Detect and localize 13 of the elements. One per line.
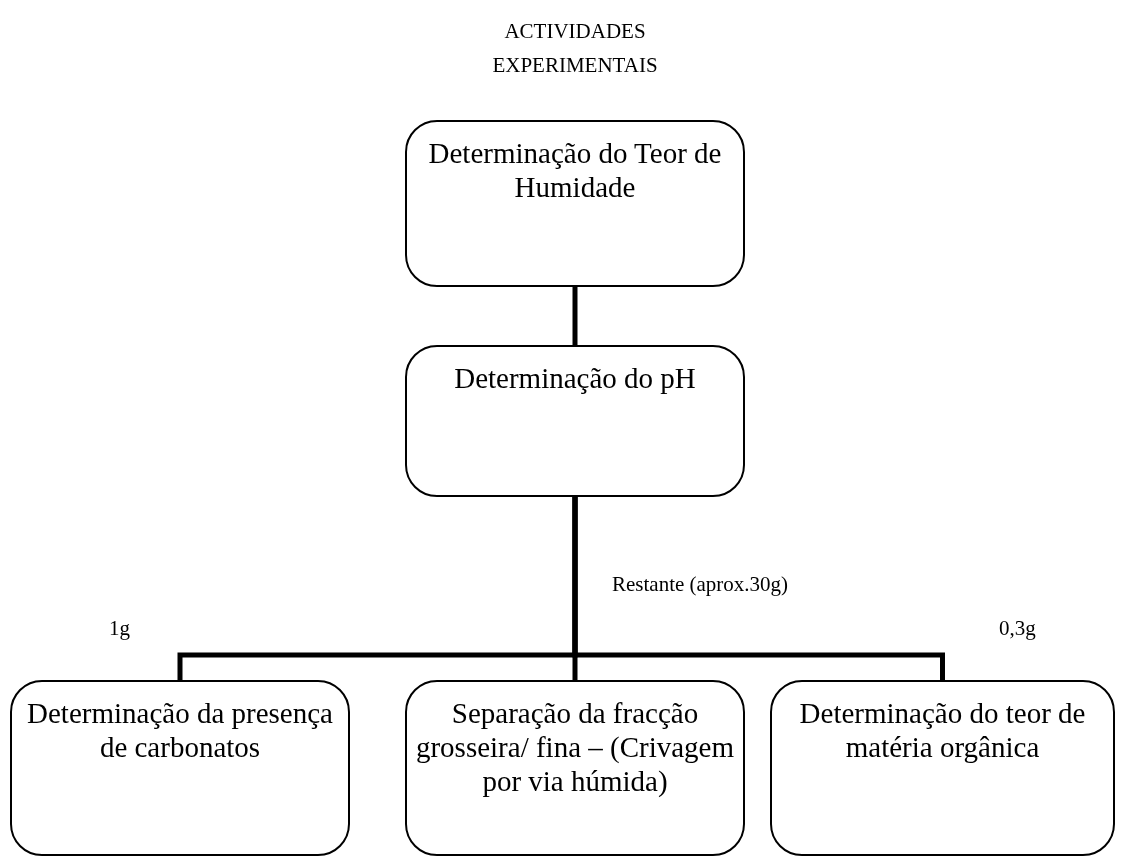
box-text: Determinação do teor de matéria orgânica: [798, 696, 1087, 764]
rounded-process-box: [405, 680, 745, 856]
rounded-process-box: [770, 680, 1115, 856]
rounded-process-box: [405, 345, 745, 497]
rounded-process-box: [10, 680, 350, 856]
box-text: Determinação da presença de carbonatos: [26, 696, 334, 764]
rounded-process-box: [405, 120, 745, 287]
connector-line: [572, 287, 578, 345]
connector-line: [572, 497, 945, 680]
diagram-title: ACTIVIDADES EXPERIMENTAIS: [491, 18, 659, 79]
box-text: Determinação do Teor de Humidade: [427, 136, 723, 204]
box-text: Determinação do pH: [453, 361, 697, 395]
box-text: Separação da fracção grosseira/ fina – (Crivagem por via húmida): [414, 696, 736, 798]
